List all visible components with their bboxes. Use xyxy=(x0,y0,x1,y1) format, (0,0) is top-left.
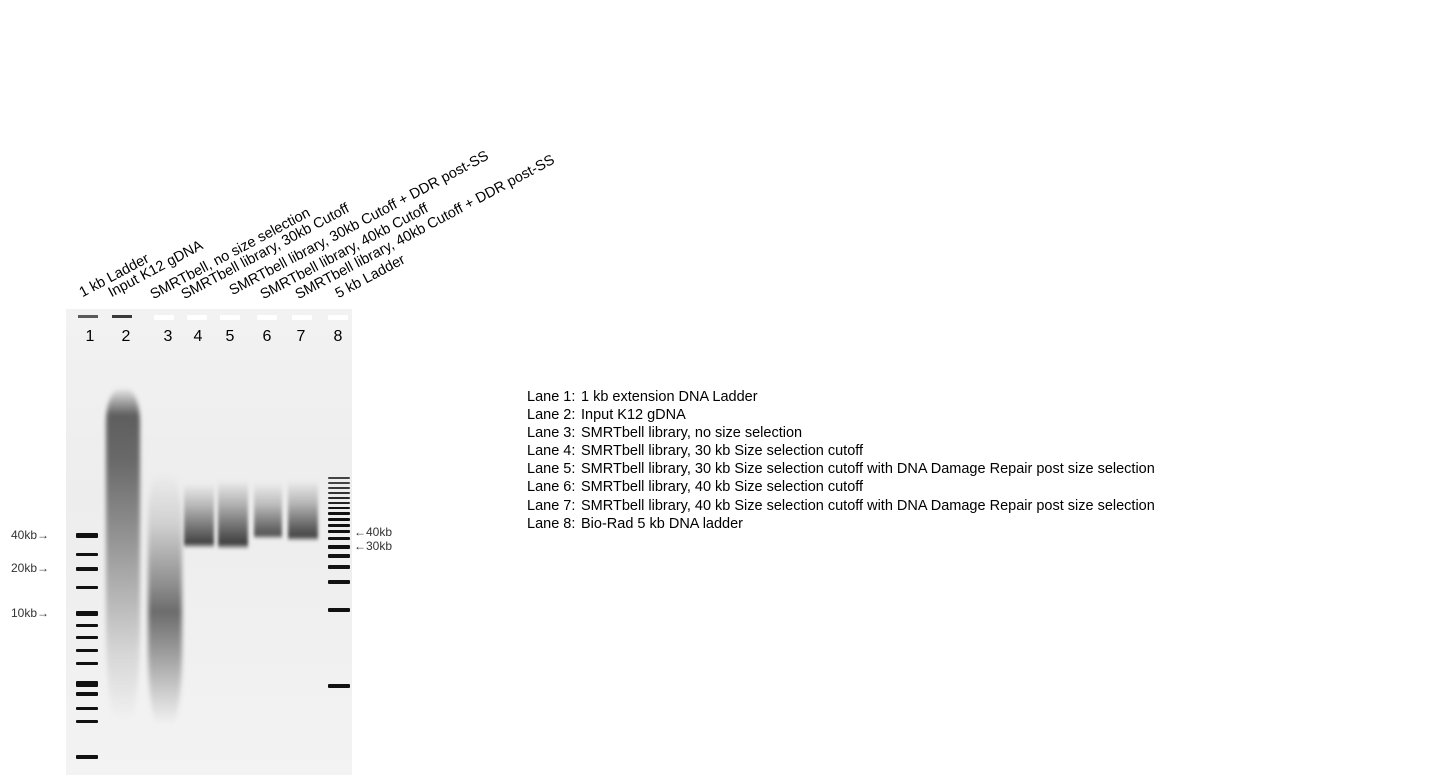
legend-row-2: Lane 2:Input K12 gDNA xyxy=(527,407,686,424)
legend-row-1: Lane 1:1 kb extension DNA Ladder xyxy=(527,389,758,405)
lane-8-band xyxy=(328,492,350,494)
well-4 xyxy=(187,315,207,320)
marker-left-20kb: 20kb→ xyxy=(11,561,50,575)
lane-8-band xyxy=(328,524,350,527)
marker-right-40kb: ←40kb xyxy=(354,525,393,539)
lane-7-smear xyxy=(288,481,318,541)
well-5 xyxy=(220,315,240,320)
legend-row-8: Lane 8:Bio-Rad 5 kb DNA ladder xyxy=(527,515,743,532)
legend-row-6: Lane 6:SMRTbell library, 40 kb Size sele… xyxy=(527,479,864,496)
lane-number-1: 1 xyxy=(85,328,95,345)
lane-8-band xyxy=(328,477,350,479)
marker-left-40kb: 40kb→ xyxy=(11,528,50,542)
lane-1-band xyxy=(76,649,98,652)
lane-8-band xyxy=(328,684,350,688)
lane-number-7: 7 xyxy=(296,328,306,345)
lane-8-band xyxy=(328,580,350,584)
legend-row-7: Lane 7:SMRTbell library, 40 kb Size sele… xyxy=(527,497,1155,514)
lane-2-smear xyxy=(106,389,140,719)
lane-number-5: 5 xyxy=(225,328,235,345)
lane-8-band xyxy=(328,545,350,549)
lane-1-band xyxy=(76,553,98,556)
lane-6-smear xyxy=(254,483,282,539)
lane-legend: Lane 1:1 kb extension DNA Ladder Lane 2:… xyxy=(527,388,1155,533)
well-7 xyxy=(292,315,312,320)
lane-5-smear xyxy=(218,481,248,549)
lane-1-band xyxy=(76,586,98,589)
lane-8-band xyxy=(328,512,350,515)
lane-1-band xyxy=(76,692,98,696)
lane-1-band xyxy=(76,707,98,710)
lane-8-band xyxy=(328,497,350,499)
lane-1-band xyxy=(76,720,98,723)
lane-1-band xyxy=(76,624,98,627)
lane-number-2: 2 xyxy=(121,328,131,345)
lane-1-band xyxy=(76,636,98,639)
lane-1-band xyxy=(76,567,98,571)
lane-8-band xyxy=(328,565,350,569)
lane-number-4: 4 xyxy=(193,328,203,345)
lane-4-smear xyxy=(184,484,214,548)
legend-row-3: Lane 3:SMRTbell library, no size selecti… xyxy=(527,425,803,442)
lane-8-band xyxy=(328,530,350,533)
lane-8-band xyxy=(328,502,350,504)
lane-8-band xyxy=(328,507,350,509)
lane-1-band xyxy=(76,662,98,665)
well-2 xyxy=(112,315,132,318)
lane-8-band xyxy=(328,482,350,484)
lane-8-band xyxy=(328,487,350,489)
lane-number-6: 6 xyxy=(262,328,272,345)
lane-1-band xyxy=(76,681,98,687)
lane-1-band xyxy=(76,611,98,616)
lane-1-band xyxy=(76,755,98,759)
marker-left-10kb: 10kb→ xyxy=(11,606,50,620)
legend-row-5: Lane 5:SMRTbell library, 30 kb Size sele… xyxy=(527,461,1155,478)
lane-1-band xyxy=(76,533,98,538)
lane-3-smear xyxy=(148,474,182,724)
well-1 xyxy=(78,315,98,318)
marker-right-30kb: ←30kb xyxy=(354,539,393,553)
well-3 xyxy=(154,315,174,320)
well-8 xyxy=(328,315,348,320)
legend-row-4: Lane 4:SMRTbell library, 30 kb Size sele… xyxy=(527,443,864,460)
lane-8-band xyxy=(328,518,350,521)
lane-number-3: 3 xyxy=(163,328,173,345)
lane-number-8: 8 xyxy=(333,328,343,345)
gel-image: 1 2 3 4 5 6 7 8 xyxy=(66,309,352,775)
lane-8-band xyxy=(328,608,350,612)
well-6 xyxy=(257,315,277,320)
lane-8-band xyxy=(328,537,350,540)
lane-8-band xyxy=(328,554,350,558)
